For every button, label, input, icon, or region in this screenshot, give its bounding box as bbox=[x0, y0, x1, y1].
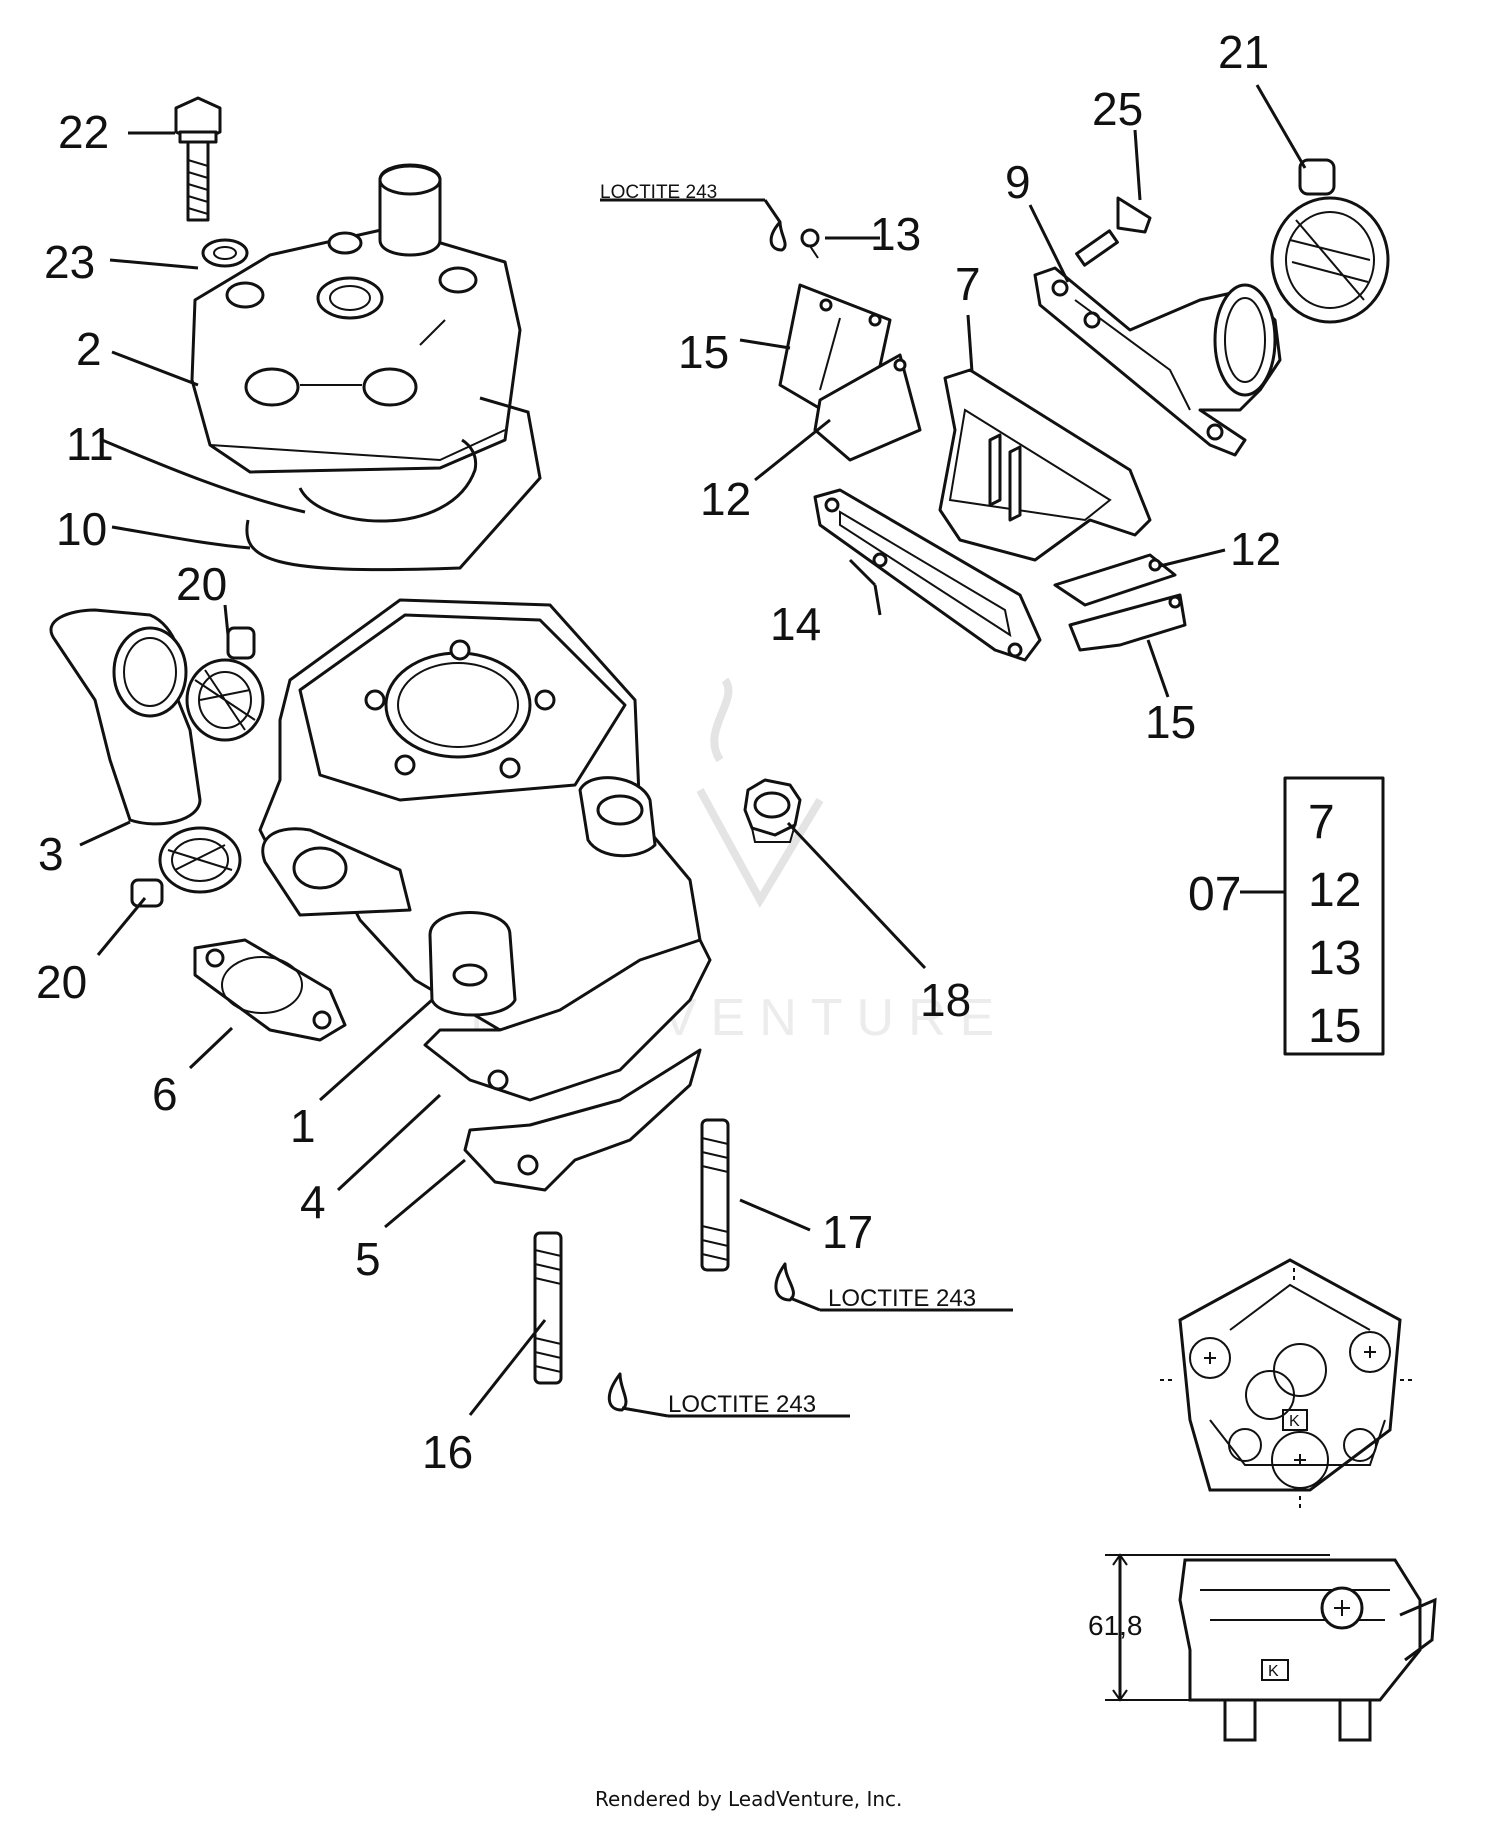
reed-petal-12a bbox=[813, 353, 922, 462]
reed-petal-12b bbox=[1053, 553, 1177, 607]
callout-6: 6 bbox=[152, 1068, 178, 1120]
reed-gasket-14 bbox=[813, 488, 1042, 662]
cylinder-1 bbox=[258, 598, 702, 1032]
bolt-25 bbox=[1075, 196, 1152, 267]
kit-box bbox=[1283, 776, 1385, 1056]
head-bolt-22 bbox=[174, 96, 222, 222]
loctite-note-stud16: LOCTITE 243 bbox=[668, 1391, 816, 1418]
callout-16: 16 bbox=[422, 1426, 473, 1478]
kit-item: 12 bbox=[1308, 864, 1361, 917]
callout-22: 22 bbox=[58, 106, 109, 158]
callout-15-bottom: 15 bbox=[1145, 696, 1196, 748]
reed-stopper-15b bbox=[1068, 593, 1187, 652]
callout-12-top: 12 bbox=[700, 473, 751, 525]
base-gasket-5 bbox=[463, 1048, 702, 1192]
callout-10: 10 bbox=[56, 503, 107, 555]
base-gasket-4 bbox=[423, 938, 712, 1102]
kit-label: 07 bbox=[1188, 868, 1241, 921]
coolant-hose-3 bbox=[49, 608, 202, 826]
callout-23: 23 bbox=[44, 236, 95, 288]
callout-7: 7 bbox=[955, 258, 981, 310]
callout-12-bottom: 12 bbox=[1230, 523, 1281, 575]
callout-20-top: 20 bbox=[176, 558, 227, 610]
loctite-drop-13 bbox=[769, 220, 787, 252]
leader-lines bbox=[79, 84, 1307, 1418]
callout-20-bottom: 20 bbox=[36, 956, 87, 1008]
callout-9: 9 bbox=[1005, 156, 1031, 208]
cylinder-head-2 bbox=[190, 163, 522, 474]
dimension-label: 61,8 bbox=[1088, 1610, 1143, 1641]
callout-25: 25 bbox=[1092, 83, 1143, 135]
callout-21: 21 bbox=[1218, 26, 1269, 78]
kit-item: 7 bbox=[1308, 796, 1335, 849]
hose-clamp-20b bbox=[130, 826, 242, 908]
o-ring-11 bbox=[298, 438, 478, 523]
stud-17 bbox=[700, 1118, 795, 1302]
loctite-note-top: LOCTITE 243 bbox=[600, 182, 717, 203]
intake-manifold-9 bbox=[1033, 266, 1282, 457]
washer-23 bbox=[201, 238, 249, 268]
callout-3: 3 bbox=[38, 828, 64, 880]
loctite-note-stud17: LOCTITE 243 bbox=[828, 1285, 976, 1312]
callout-5: 5 bbox=[355, 1233, 381, 1285]
stud-16 bbox=[533, 1231, 628, 1412]
callout-18: 18 bbox=[920, 974, 971, 1026]
callout-1: 1 bbox=[290, 1100, 316, 1152]
callout-labels: 22 23 2 11 10 20 3 20 6 1 4 5 18 17 16 1… bbox=[36, 26, 1281, 1478]
reed-block-7 bbox=[938, 368, 1152, 562]
exhaust-gasket-6 bbox=[193, 938, 347, 1042]
callout-14: 14 bbox=[770, 598, 821, 650]
callout-15-top: 15 bbox=[678, 326, 729, 378]
detail-top-view bbox=[1160, 1258, 1415, 1508]
kit-item: 13 bbox=[1308, 932, 1361, 985]
detail-mark-top: K bbox=[1289, 1413, 1300, 1430]
kit-item: 15 bbox=[1308, 1000, 1361, 1053]
callout-17: 17 bbox=[822, 1206, 873, 1258]
detail-side-view bbox=[1105, 1553, 1437, 1742]
nut-18 bbox=[743, 778, 802, 843]
callout-11: 11 bbox=[66, 418, 114, 470]
head-gasket-10 bbox=[245, 396, 542, 572]
hose-clamp-20a bbox=[185, 626, 265, 742]
callout-4: 4 bbox=[300, 1176, 326, 1228]
detail-mark-side: K bbox=[1268, 1663, 1279, 1680]
callout-13: 13 bbox=[870, 208, 921, 260]
hose-clamp-21 bbox=[1270, 158, 1390, 324]
screw-13 bbox=[800, 228, 820, 259]
callout-2: 2 bbox=[76, 323, 102, 375]
footer-credit: Rendered by LeadVenture, Inc. bbox=[595, 1787, 902, 1811]
